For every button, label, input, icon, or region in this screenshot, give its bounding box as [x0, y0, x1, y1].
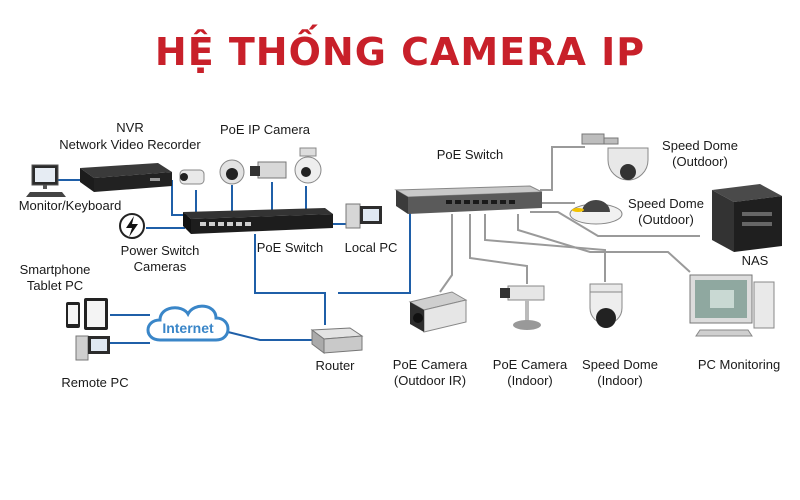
link-switch-nas — [530, 211, 700, 237]
link-switch-camin — [469, 214, 528, 284]
pc-monitoring-icon — [689, 274, 775, 337]
link-nvr-switch — [171, 180, 190, 216]
poe-camera-outdoor-label: PoE Camera (Outdoor IR) — [380, 357, 480, 389]
local-pc-label: Local PC — [344, 240, 398, 255]
smartphone-label-line1: Smartphone — [19, 262, 91, 277]
smartphone-label-line2: Tablet PC — [26, 278, 84, 293]
local-pc-icon — [345, 203, 382, 229]
link-switch-domein — [484, 214, 606, 282]
nvr-label-line1: NVR — [116, 120, 144, 135]
poe-switch-left-label: PoE Switch — [256, 240, 324, 255]
speed-dome-outdoor-1-line2: (Outdoor) — [672, 154, 728, 169]
link-internet-router — [227, 331, 312, 341]
dome-camera-small-icon — [219, 159, 245, 185]
monitor-keyboard-label: Monitor/Keyboard — [18, 198, 122, 213]
ptz-camera-small-icon — [294, 147, 322, 184]
speed-dome-indoor-line1: Speed Dome — [582, 357, 658, 372]
nvr-subtitle-label: Network Video Recorder — [40, 137, 220, 153]
internet-cloud-label: Internet — [162, 320, 214, 336]
link-router-right-switch — [338, 203, 411, 294]
nas-label: NAS — [741, 253, 769, 268]
nvr-label-line2: Network Video Recorder — [59, 137, 201, 152]
speed-dome-outdoor-1-label: Speed Dome (Outdoor) — [650, 138, 750, 170]
speed-dome-outdoor-1-line1: Speed Dome — [662, 138, 738, 153]
monitor-keyboard-icon — [26, 164, 66, 197]
pc-monitoring-label: PC Monitoring — [697, 357, 781, 372]
poe-camera-outdoor-line1: PoE Camera — [392, 357, 468, 372]
smartphone-icon — [66, 302, 80, 328]
speed-dome-outdoor-2-label: Speed Dome (Outdoor) — [616, 196, 716, 228]
speed-dome-indoor-line2: (Indoor) — [597, 373, 643, 388]
connection-lines — [58, 146, 700, 344]
link-switch-router — [254, 234, 326, 325]
speed-dome-outdoor-2-icon — [569, 200, 623, 225]
link-switch-pcmon — [517, 214, 691, 273]
link-switch-dome1 — [540, 146, 585, 191]
internet-cloud-icon — [146, 304, 230, 342]
speed-dome-indoor-icon — [589, 283, 623, 328]
box-camera-icon — [250, 161, 287, 179]
remote-pc-icon — [75, 335, 110, 361]
power-switch-label-line1: Power Switch — [120, 243, 200, 258]
poe-ip-camera-label: PoE IP Camera — [219, 122, 311, 137]
poe-camera-indoor-line2: (Indoor) — [507, 373, 553, 388]
poe-camera-indoor-line1: PoE Camera — [492, 357, 568, 372]
remote-pc-label: Remote PC — [61, 375, 129, 390]
nvr-label: NVR — [90, 120, 170, 136]
speed-dome-indoor-label: Speed Dome (Indoor) — [568, 357, 672, 389]
poe-switch-right-label: PoE Switch — [436, 147, 504, 162]
speed-dome-outdoor-1-icon — [581, 133, 649, 181]
poe-camera-indoor-label: PoE Camera (Indoor) — [480, 357, 580, 389]
router-icon — [310, 327, 364, 354]
power-switch-label: Power Switch Cameras — [105, 243, 215, 275]
poe-switch-left-icon — [183, 208, 333, 234]
power-switch-label-line2: Cameras — [133, 259, 187, 274]
poe-camera-outdoor-line2: (Outdoor IR) — [393, 373, 467, 388]
router-label: Router — [315, 358, 355, 373]
speed-dome-outdoor-2-line1: Speed Dome — [628, 196, 704, 211]
smartphone-tablet-label: Smartphone Tablet PC — [5, 262, 105, 294]
bullet-camera-1-icon — [179, 169, 205, 185]
nvr-icon — [80, 163, 172, 192]
nas-icon — [712, 184, 782, 252]
power-switch-icon — [119, 213, 145, 239]
speed-dome-outdoor-2-line2: (Outdoor) — [638, 212, 694, 227]
link-switch-camir — [439, 214, 453, 293]
tablet-icon — [84, 298, 108, 330]
poe-camera-outdoor-ir-icon — [408, 291, 468, 333]
page-title: HỆ THỐNG CAMERA IP — [154, 30, 646, 74]
poe-switch-right-icon — [394, 185, 543, 214]
poe-camera-indoor-icon — [500, 285, 545, 330]
